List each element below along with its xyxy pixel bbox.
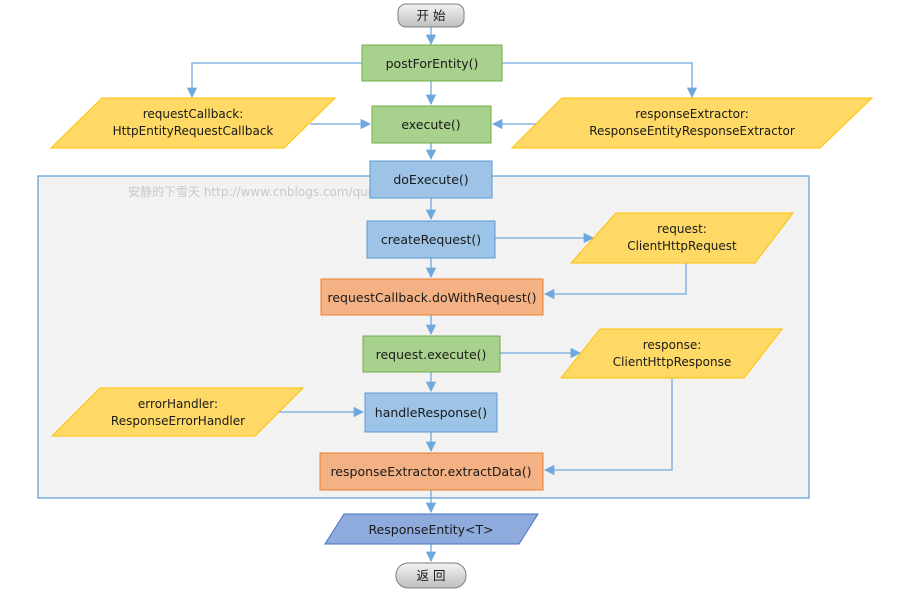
svg-text:request.execute(): request.execute() <box>376 347 487 362</box>
request-execute-node: request.execute() <box>362 335 501 373</box>
return-terminator: 返 回 <box>395 562 467 589</box>
svg-text:HttpEntityRequestCallback: HttpEntityRequestCallback <box>113 124 274 138</box>
do-execute-node: doExecute() <box>369 160 493 199</box>
execute-node: execute() <box>371 105 492 144</box>
post-for-entity-node: postForEntity() <box>361 44 503 82</box>
svg-text:ResponseEntity<T>: ResponseEntity<T> <box>368 522 493 537</box>
handle-response-node: handleResponse() <box>364 392 498 433</box>
svg-text:requestCallback:: requestCallback: <box>143 107 244 121</box>
svg-text:ResponseErrorHandler: ResponseErrorHandler <box>111 414 245 428</box>
svg-text:createRequest(): createRequest() <box>381 232 481 247</box>
edge-post-to-request-callback <box>186 62 362 99</box>
svg-text:返 回: 返 回 <box>417 568 446 583</box>
response-entity-data: ResponseEntity<T> <box>324 513 539 545</box>
do-with-request-node: requestCallback.doWithRequest() <box>320 278 544 316</box>
request-callback-data: requestCallback: HttpEntityRequestCallba… <box>49 97 337 149</box>
edge-request-to-do-with-request <box>543 263 687 300</box>
svg-text:requestCallback.doWithRequest(: requestCallback.doWithRequest() <box>327 290 536 305</box>
svg-text:response:: response: <box>643 338 702 352</box>
edge-post-to-response-extractor <box>502 62 698 99</box>
request-data: request: ClientHttpRequest <box>569 212 795 264</box>
start-terminator: 开 始 <box>397 3 465 28</box>
create-request-node: createRequest() <box>366 220 496 259</box>
error-handler-data: errorHandler: ResponseErrorHandler <box>50 387 305 437</box>
svg-text:request:: request: <box>657 222 707 236</box>
svg-text:responseExtractor.extractData(: responseExtractor.extractData() <box>330 464 531 479</box>
edge-response-to-extract-data <box>543 378 673 476</box>
svg-text:ClientHttpRequest: ClientHttpRequest <box>627 239 737 253</box>
extract-data-node: responseExtractor.extractData() <box>319 452 544 491</box>
svg-text:responseExtractor:: responseExtractor: <box>635 107 749 121</box>
response-data: response: ClientHttpResponse <box>559 328 784 379</box>
svg-text:开 始: 开 始 <box>417 8 446 23</box>
svg-text:handleResponse(): handleResponse() <box>375 405 487 420</box>
svg-text:postForEntity(): postForEntity() <box>386 56 479 71</box>
response-extractor-data: responseExtractor: ResponseEntityRespons… <box>510 97 874 149</box>
svg-text:errorHandler:: errorHandler: <box>138 397 218 411</box>
svg-text:ResponseEntityResponseExtracto: ResponseEntityResponseExtractor <box>589 124 795 138</box>
svg-text:execute(): execute() <box>401 117 460 132</box>
svg-text:doExecute(): doExecute() <box>393 172 468 187</box>
svg-text:ClientHttpResponse: ClientHttpResponse <box>613 355 731 369</box>
